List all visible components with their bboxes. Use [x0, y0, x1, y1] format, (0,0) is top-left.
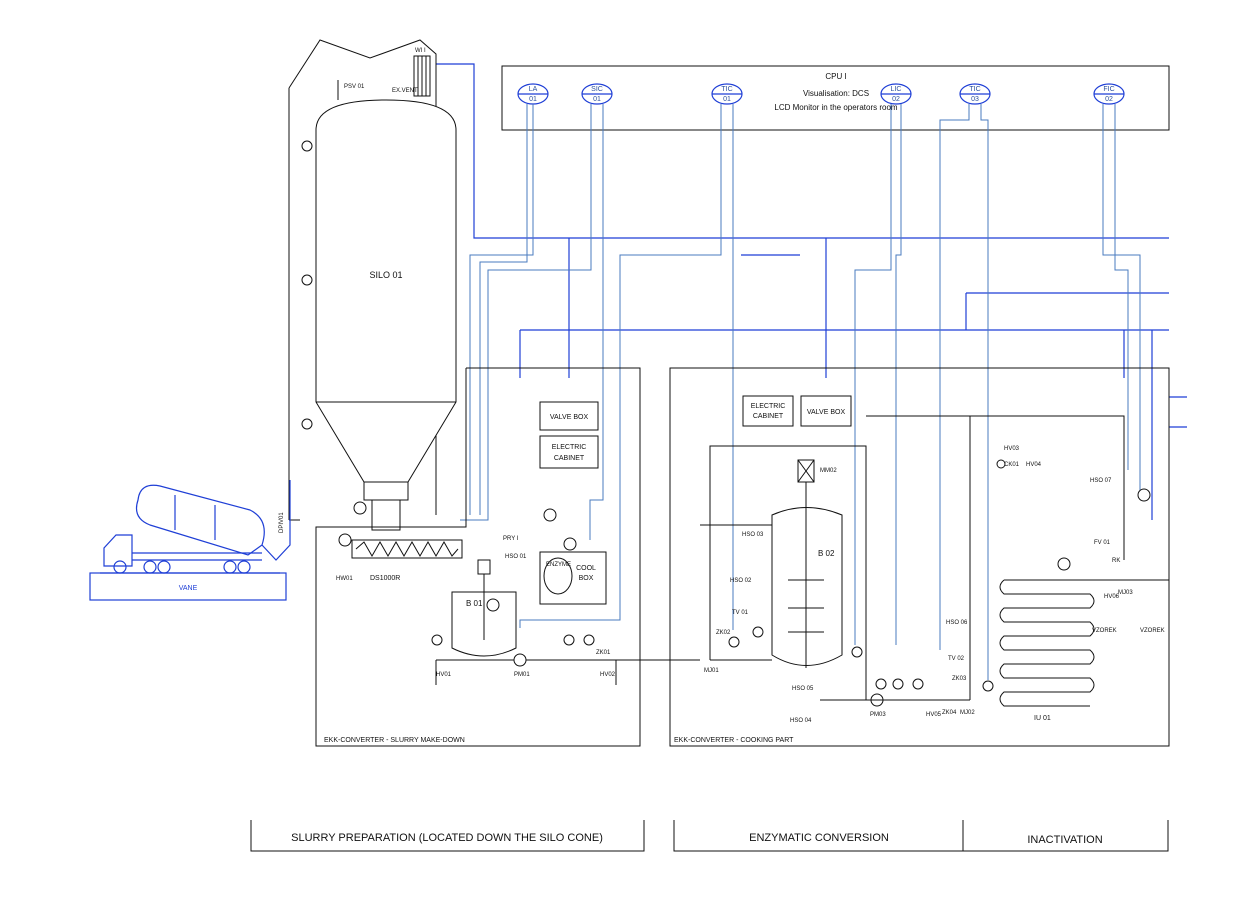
- section-bar: SLURRY PREPARATION (LOCATED DOWN THE SIL…: [250, 820, 1169, 852]
- svg-text:ELECTRIC: ELECTRIC: [552, 444, 587, 451]
- instrument-lic-02[interactable]: LIC 02: [880, 83, 912, 105]
- svg-text:HSO 05: HSO 05: [792, 686, 814, 692]
- svg-text:02: 02: [892, 96, 900, 103]
- svg-text:CK01: CK01: [1004, 462, 1020, 468]
- svg-text:CABINET: CABINET: [554, 455, 585, 462]
- cpu-visualisation: Visualisation: DCS: [803, 89, 869, 98]
- svg-text:HV01: HV01: [436, 672, 452, 678]
- svg-text:LA: LA: [529, 86, 538, 93]
- svg-text:TIC: TIC: [969, 86, 980, 93]
- svg-text:COOL: COOL: [576, 565, 596, 572]
- svg-text:HSO 03: HSO 03: [742, 532, 764, 538]
- svg-text:VZOREK: VZOREK: [1092, 628, 1117, 634]
- svg-text:PRY I: PRY I: [503, 536, 519, 542]
- svg-text:HV06: HV06: [1104, 594, 1120, 600]
- electric-cabinet-1: [539, 435, 599, 469]
- svg-text:01: 01: [723, 96, 731, 103]
- slurry-area-label: EKK-CONVERTER - SLURRY MAKE-DOWN: [324, 737, 465, 744]
- section-slurry: SLURRY PREPARATION (LOCATED DOWN THE SIL…: [291, 832, 603, 844]
- svg-text:PM01: PM01: [514, 672, 530, 678]
- svg-text:TIC: TIC: [721, 86, 732, 93]
- svg-text:RK: RK: [1112, 558, 1120, 564]
- doser-label: DS1000R: [370, 575, 400, 582]
- valve-box-2: [800, 395, 852, 427]
- pump-pm01: [513, 653, 527, 667]
- tank-b02: [771, 507, 843, 666]
- svg-text:VZOREK: VZOREK: [1140, 628, 1165, 634]
- vent-label: EX.VENT: [392, 88, 418, 94]
- silo-01: SILO 01 WI I EX.VENT PSV 01: [288, 39, 457, 531]
- svg-text:HW01: HW01: [336, 576, 353, 582]
- svg-text:B 01: B 01: [466, 599, 483, 608]
- instrument-tic-03[interactable]: TIC 03: [959, 83, 991, 105]
- dpiv-label: DPIV01: [279, 512, 285, 533]
- section-inactivation: INACTIVATION: [1027, 834, 1102, 846]
- svg-text:B 02: B 02: [818, 549, 835, 558]
- svg-text:PM03: PM03: [870, 712, 886, 718]
- svg-text:VALVE BOX: VALVE BOX: [550, 414, 589, 421]
- svg-text:HSO 07: HSO 07: [1090, 478, 1112, 484]
- svg-text:ENZYME: ENZYME: [546, 562, 571, 568]
- svg-text:HV02: HV02: [600, 672, 616, 678]
- cooking-area: EKK-CONVERTER - COOKING PART ELECTRIC CA…: [669, 367, 1170, 747]
- svg-text:HSO 02: HSO 02: [730, 578, 752, 584]
- svg-text:FIC: FIC: [1103, 86, 1114, 93]
- svg-text:HSO 06: HSO 06: [946, 620, 968, 626]
- svg-text:03: 03: [971, 96, 979, 103]
- svg-text:TV 02: TV 02: [948, 656, 965, 662]
- cool-box: [539, 551, 607, 605]
- svg-text:MJ02: MJ02: [960, 710, 975, 716]
- svg-text:LIC: LIC: [891, 86, 902, 93]
- svg-text:HV04: HV04: [1026, 462, 1042, 468]
- psv-label: PSV 01: [344, 84, 365, 90]
- electric-cabinet-2: [742, 395, 794, 427]
- instrument-la-01[interactable]: LA 01: [517, 83, 549, 105]
- coil-label: IU 01: [1034, 715, 1051, 722]
- svg-text:ZK01: ZK01: [596, 650, 611, 656]
- cpu-monitor: LCD Monitor in the operators room: [774, 103, 898, 112]
- instrument-sic-01[interactable]: SIC 01: [581, 83, 613, 105]
- svg-text:ELECTRIC: ELECTRIC: [751, 403, 786, 410]
- tanker-truck: VANE DPIV01: [89, 480, 291, 601]
- cpu-title: CPU I: [825, 72, 846, 81]
- instrument-tic-01[interactable]: TIC 01: [711, 83, 743, 105]
- slurry-area: EKK-CONVERTER - SLURRY MAKE-DOWN VALVE B…: [315, 367, 641, 747]
- cooking-area-label: EKK-CONVERTER - COOKING PART: [674, 737, 794, 744]
- wi-label: WI I: [415, 48, 426, 54]
- svg-text:01: 01: [529, 96, 537, 103]
- section-enzymatic: ENZYMATIC CONVERSION: [749, 832, 889, 844]
- cpu-box: CPU I Visualisation: DCS LCD Monitor in …: [501, 65, 1170, 131]
- svg-text:ZK04: ZK04: [942, 710, 957, 716]
- svg-text:BOX: BOX: [579, 575, 594, 582]
- signal-lines: [436, 63, 1187, 680]
- svg-text:HV03: HV03: [1004, 446, 1020, 452]
- svg-text:MM02: MM02: [820, 468, 837, 474]
- svg-text:HV05: HV05: [926, 712, 942, 718]
- svg-text:MJ01: MJ01: [704, 668, 719, 674]
- svg-text:HSO 01: HSO 01: [505, 554, 527, 560]
- svg-text:VALVE BOX: VALVE BOX: [807, 409, 846, 416]
- instrument-fic-02[interactable]: FIC 02: [1093, 83, 1125, 105]
- vane-label: VANE: [179, 585, 198, 592]
- svg-text:01: 01: [593, 96, 601, 103]
- svg-text:FV 01: FV 01: [1094, 540, 1111, 546]
- svg-text:CABINET: CABINET: [753, 413, 784, 420]
- silo-label: SILO 01: [369, 270, 402, 280]
- svg-text:HSO 04: HSO 04: [790, 718, 812, 724]
- inactivation-area: IU 01 HSO 06 TV 02 ZK03 ZK04 HV05 HV03 H…: [926, 446, 1169, 722]
- svg-text:MJ03: MJ03: [1118, 590, 1133, 596]
- svg-text:TV 01: TV 01: [732, 610, 749, 616]
- svg-text:SIC: SIC: [591, 86, 603, 93]
- svg-text:ZK02: ZK02: [716, 630, 731, 636]
- valve-box-1: [539, 401, 599, 431]
- svg-text:ZK03: ZK03: [952, 676, 967, 682]
- svg-text:02: 02: [1105, 96, 1113, 103]
